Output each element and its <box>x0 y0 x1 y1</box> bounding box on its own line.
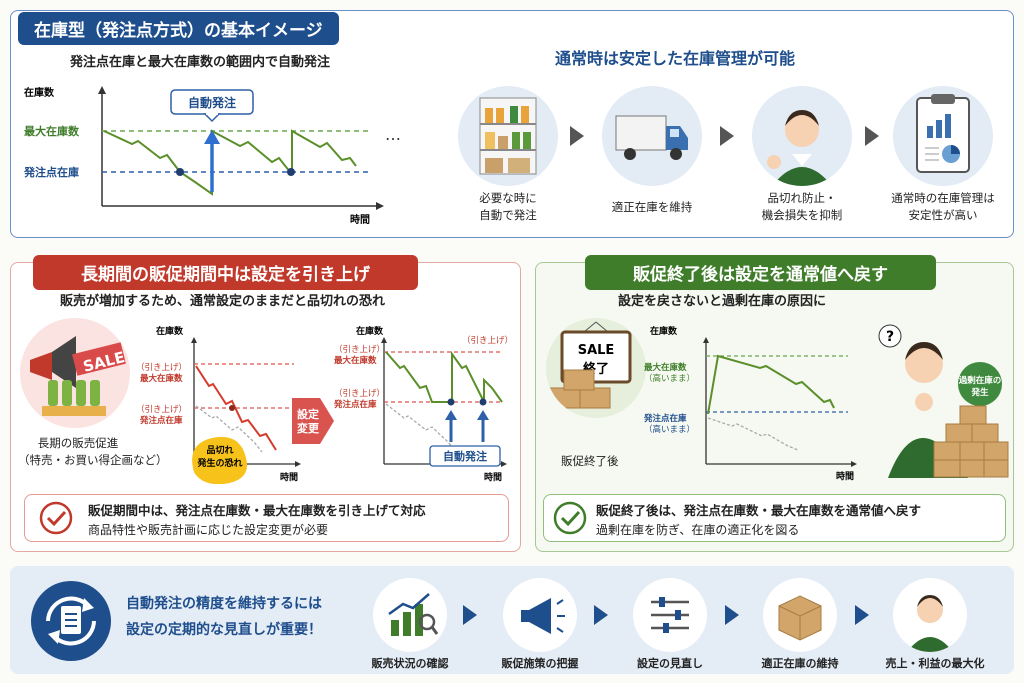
step-label-2: 販促施策の把握 <box>501 657 579 670</box>
svg-text:最大在庫数: 最大在庫数 <box>644 362 687 373</box>
left-chart1-ylabel: 在庫数 <box>156 325 184 337</box>
right-note-line2: 過剰在庫を防ぎ、在庫の適正化を図る <box>596 523 800 537</box>
flow-caption-2: 適正在庫を維持 <box>611 200 693 214</box>
top-callout: 自動発注 <box>188 95 236 110</box>
svg-text:最大在庫数: 最大在庫数 <box>140 373 183 384</box>
review-cycle-icon <box>31 581 111 661</box>
left-chart1-normal-line <box>195 405 263 453</box>
svg-text:発注点在庫: 発注点在庫 <box>334 399 377 410</box>
left-chart-after: 在庫数 時間 （引き上げ） （引き上げ） 最大在庫数 （引き上げ） 発注点在庫 … <box>334 325 513 483</box>
svg-text:在庫数: 在庫数 <box>650 325 678 337</box>
step-label-1: 販売状況の確認 <box>371 657 449 670</box>
step-arrow-1 <box>463 605 477 625</box>
left-subtitle: 販売が増加するため、通常設定のままだと品切れの恐れ <box>60 294 386 309</box>
step-arrow-2 <box>594 605 608 625</box>
sale-promo-icon: SALE <box>20 318 130 428</box>
reorder-point-dot-2 <box>287 168 295 176</box>
right-note-line1: 販促終了後は、発注点在庫数・最大在庫数を通常値へ戻す <box>596 503 922 518</box>
left-note-box <box>24 494 509 542</box>
flow-arrow-1 <box>570 126 584 146</box>
left-chart-before: 在庫数 時間 （引き上げ） 最大在庫数 （引き上げ） 発注点在庫 品切れ 発生の… <box>136 325 301 484</box>
svg-text:（引き上げ）: （引き上げ） <box>462 335 513 346</box>
shelf-icon <box>458 86 558 186</box>
svg-text:発生の恐れ: 発生の恐れ <box>196 457 242 469</box>
top-xlabel: 時間 <box>350 213 370 226</box>
right-chart: 在庫数 時間 最大在庫数 （高いまま） 発注点在庫 （高いまま） <box>643 325 857 482</box>
right-check-icon <box>553 501 587 535</box>
right-header: 販促終了後は設定を通常値へ戻す <box>585 255 936 290</box>
excess-bubble-2: 発生 <box>970 387 989 398</box>
left-header: 長期間の販促期間中は設定を引き上げ <box>33 255 418 290</box>
cardboard-box-icon <box>763 578 837 652</box>
top-reorder-label: 発注点在庫 <box>23 165 79 179</box>
svg-text:SALE: SALE <box>578 343 615 358</box>
svg-text:自動発注: 自動発注 <box>443 449 487 463</box>
megaphone-icon <box>503 578 577 652</box>
staff-thumbsup-icon <box>752 86 852 186</box>
svg-text:?: ? <box>886 329 894 345</box>
right-subtitle: 設定を戻さないと過剰在庫の原因に <box>618 294 827 309</box>
svg-text:設定: 設定 <box>297 407 319 421</box>
excess-bubble-1: 過剰在庫の <box>958 375 1002 386</box>
left-note-line2: 商品特性や販売計画に応じた設定変更が必要 <box>88 523 329 537</box>
svg-text:変更: 変更 <box>297 421 320 435</box>
left-chart1-stock-line <box>195 365 277 451</box>
svg-text:発注点在庫: 発注点在庫 <box>643 413 687 424</box>
top-ylabel: 在庫数 <box>24 86 55 99</box>
step-label-4: 適正在庫の維持 <box>761 657 839 670</box>
svg-text:（高いまま）: （高いまま） <box>644 373 695 384</box>
report-clipboard-icon <box>893 86 993 186</box>
happy-staff-icon <box>893 578 967 652</box>
svg-text:在庫数: 在庫数 <box>356 325 384 337</box>
top-inventory-chart: 在庫数 時間 最大在庫数 発注点在庫 自動発注 … <box>23 86 401 226</box>
svg-text:発注点在庫: 発注点在庫 <box>139 415 183 426</box>
svg-text:（引き上げ）: （引き上げ） <box>334 388 385 399</box>
promo-caption: 長期の販売促進（特売・お買い得企画など） <box>18 436 168 467</box>
setting-change-arrow: 設定 変更 <box>292 398 334 444</box>
left-note-line1: 販促期間中は、発注点在庫数・最大在庫数を引き上げて対応 <box>88 503 426 518</box>
svg-text:（引き上げ）: （引き上げ） <box>136 362 187 373</box>
top-chart-subtitle: 発注点在庫と最大在庫数の範囲内で自動発注 <box>70 55 331 70</box>
bottom-msg-line1: 自動発注の精度を維持するには <box>126 596 322 612</box>
svg-text:最大在庫数: 最大在庫数 <box>334 355 377 366</box>
svg-text:（引き上げ）: （引き上げ） <box>334 344 385 355</box>
worried-staff-icon: ? 過剰在庫の 発生 <box>868 320 1010 478</box>
top-header: 在庫型（発注点方式）の基本イメージ <box>18 12 339 45</box>
sales-chart-icon <box>373 578 447 652</box>
svg-text:時間: 時間 <box>484 471 502 483</box>
svg-text:品切れ: 品切れ <box>206 445 233 456</box>
sale-end-sign-icon: SALE 終了 <box>546 318 646 418</box>
svg-text:（高いまま）: （高いまま） <box>644 424 695 435</box>
flow-arrow-2 <box>720 126 734 146</box>
truck-icon <box>602 86 702 186</box>
step-label-5: 売上・利益の最大化 <box>885 657 985 670</box>
right-note-box <box>543 494 1006 542</box>
left-check-icon <box>39 501 73 535</box>
flow-caption-4: 通常時の在庫管理は安定性が高い <box>891 191 995 222</box>
left-chart2-stock-line <box>385 350 503 403</box>
flow-title: 通常時は安定した在庫管理が可能 <box>555 49 796 68</box>
reorder-point-dot-1 <box>176 168 184 176</box>
end-label: 販促終了後 <box>561 454 619 468</box>
top-stock-line <box>103 129 357 196</box>
flow-caption-1: 必要な時に自動で発注 <box>479 191 537 222</box>
svg-text:（引き上げ）: （引き上げ） <box>136 404 187 415</box>
top-ellipsis: … <box>385 125 401 144</box>
step-arrow-4 <box>855 605 869 625</box>
step-arrow-3 <box>725 605 739 625</box>
flow-caption-3: 品切れ防止・機会損失を抑制 <box>761 191 843 222</box>
settings-sliders-icon <box>633 578 707 652</box>
top-max-label: 最大在庫数 <box>24 124 80 138</box>
svg-text:時間: 時間 <box>836 470 854 482</box>
step-label-3: 設定の見直し <box>637 657 703 670</box>
left-chart1-xlabel: 時間 <box>280 471 298 483</box>
flow-arrow-3 <box>865 126 879 146</box>
right-chart-stock-line <box>707 354 835 415</box>
bottom-msg-line2: 設定の定期的な見直しが重要！ <box>126 622 322 638</box>
